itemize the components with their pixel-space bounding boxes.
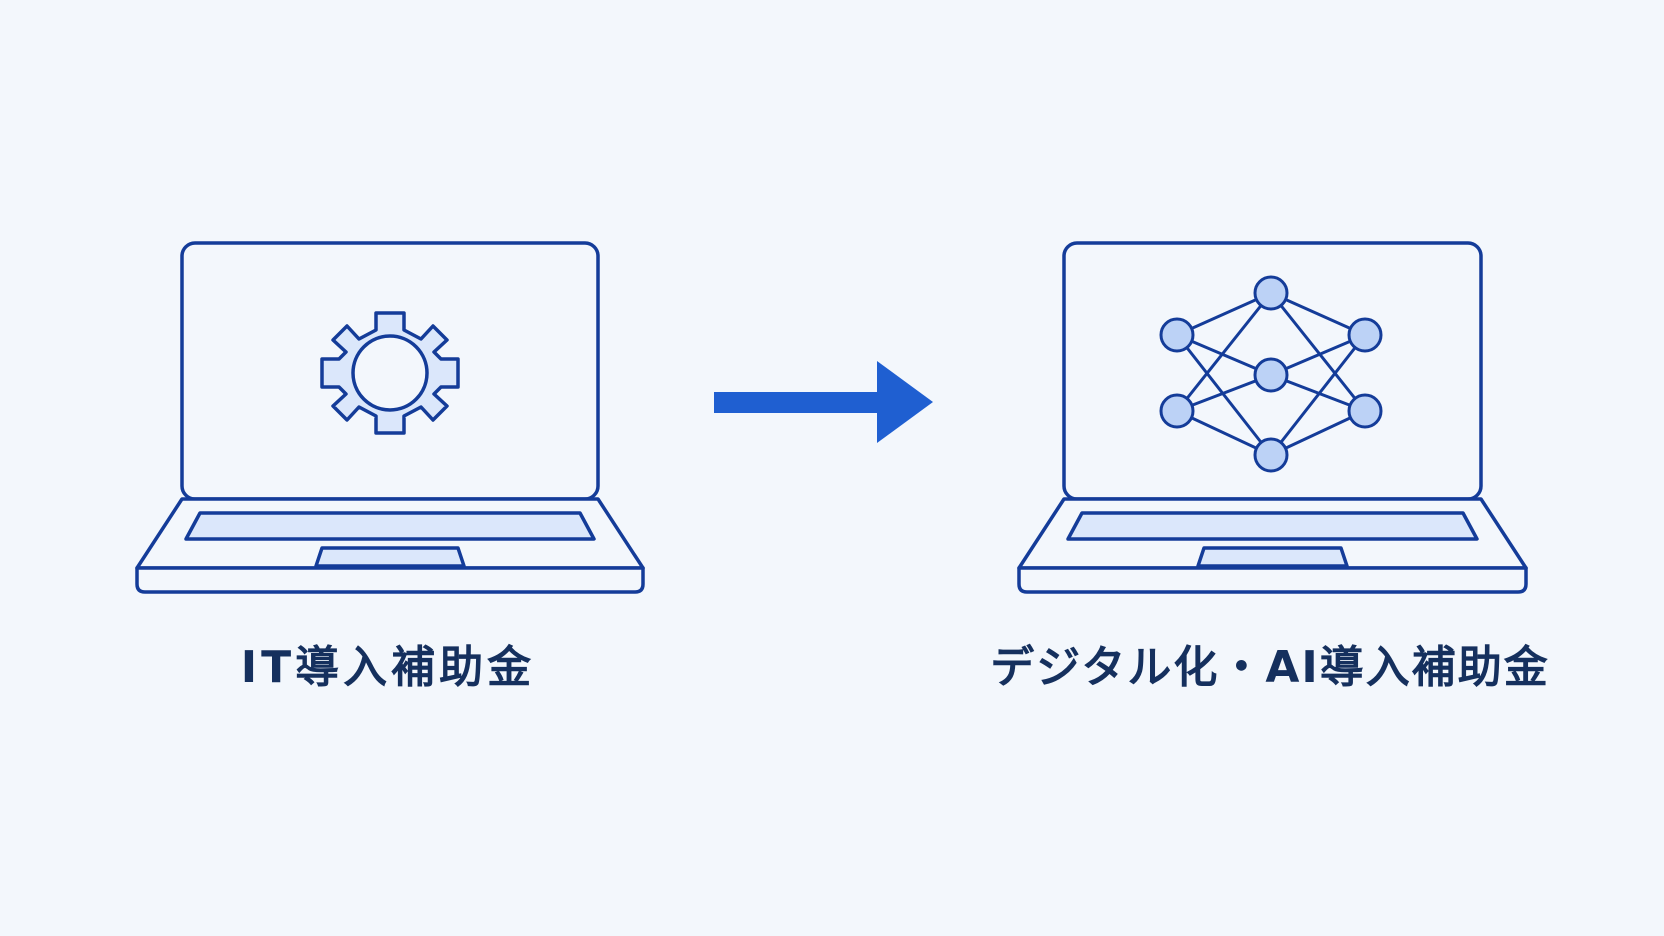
network-node — [1159, 317, 1195, 353]
laptop-left-keyboard — [184, 511, 596, 541]
gear-icon — [320, 311, 460, 435]
network-node — [1347, 317, 1383, 353]
neural-network-icon — [1159, 275, 1383, 473]
arrow-right-icon — [714, 361, 933, 443]
network-nodes — [1159, 275, 1383, 473]
network-node — [1347, 393, 1383, 429]
network-node — [1253, 357, 1289, 393]
laptop-left-trackpad — [314, 546, 466, 568]
laptop-right — [1017, 241, 1528, 594]
network-node — [1253, 275, 1289, 311]
laptop-left-base-lip — [135, 566, 645, 594]
laptop-right-keyboard — [1066, 511, 1479, 541]
network-node — [1159, 393, 1195, 429]
laptop-right-base-lip — [1017, 566, 1528, 594]
network-node — [1253, 437, 1289, 473]
label-it-subsidy: IT導入補助金 — [240, 642, 536, 693]
label-digital-ai-subsidy: デジタル化・AI導入補助金 — [990, 642, 1550, 693]
laptop-right-trackpad — [1196, 546, 1349, 568]
laptop-left — [135, 241, 645, 594]
